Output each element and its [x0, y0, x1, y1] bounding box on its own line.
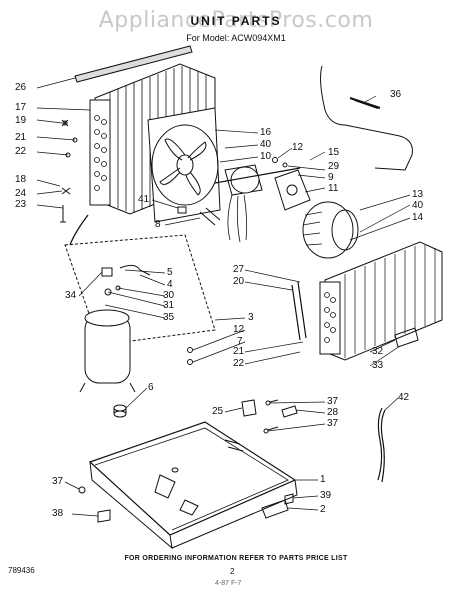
- document-number: 789436: [8, 566, 35, 575]
- scan-mark: 4-87 F-7: [215, 580, 242, 587]
- grommet: [113, 404, 127, 418]
- gasket-strip: [74, 45, 193, 83]
- callout-15: 15: [328, 147, 340, 158]
- callout-34: 34: [65, 290, 77, 301]
- callout-4: 4: [167, 279, 173, 290]
- callout-32: 32: [372, 346, 384, 357]
- callout-33: 33: [372, 360, 384, 371]
- callout-37-a: 37: [327, 396, 339, 407]
- base-pan: [88, 421, 298, 550]
- callout-12-mid: 12: [233, 324, 245, 335]
- callout-7: 7: [237, 336, 243, 347]
- callout-21-left: 21: [15, 132, 27, 143]
- callout-28: 28: [327, 407, 339, 418]
- ordering-note: FOR ORDERING INFORMATION REFER TO PARTS …: [124, 555, 348, 562]
- callout-20: 20: [233, 276, 245, 287]
- callout-11: 11: [328, 183, 339, 194]
- callout-14: 14: [412, 212, 424, 223]
- callout-30: 30: [163, 290, 175, 301]
- page-number: 2: [230, 567, 235, 576]
- page-title: UNIT PARTS: [190, 14, 282, 28]
- fan-motor: [177, 164, 301, 243]
- callout-41: 41: [138, 194, 150, 205]
- callout-3: 3: [248, 312, 254, 323]
- fan-shroud: [147, 107, 221, 223]
- callout-42: 42: [398, 392, 410, 403]
- blower-wheel: [302, 201, 359, 259]
- callout-37-b: 37: [327, 418, 339, 429]
- callout-13: 13: [412, 189, 424, 200]
- callout-12-top: 12: [292, 142, 304, 153]
- callout-36: 36: [390, 89, 402, 100]
- callout-40-right: 40: [412, 200, 424, 211]
- watermark: AppliancePartsPros.com: [98, 8, 374, 33]
- leader-lines: [36, 77, 411, 517]
- callout-22-right: 22: [233, 358, 245, 369]
- callout-10: 10: [260, 151, 272, 162]
- callout-18: 18: [15, 174, 27, 185]
- callout-22-left: 22: [15, 146, 27, 157]
- callout-26: 26: [15, 82, 27, 93]
- evaporator-coil: [291, 241, 443, 361]
- callout-40-top: 40: [260, 139, 272, 150]
- callout-9: 9: [328, 172, 334, 183]
- callout-23: 23: [15, 199, 27, 210]
- callout-6: 6: [148, 382, 154, 393]
- callout-17: 17: [15, 102, 27, 113]
- model-line: For Model: ACW094XM1: [186, 33, 286, 43]
- callout-39: 39: [320, 490, 332, 501]
- callout-21-right: 21: [233, 346, 245, 357]
- callout-24: 24: [15, 188, 27, 199]
- callout-31: 31: [163, 300, 175, 311]
- callout-38: 38: [52, 508, 64, 519]
- compressor: [64, 234, 216, 393]
- callout-8: 8: [155, 219, 161, 230]
- callout-29: 29: [328, 161, 340, 172]
- right-wire: [377, 407, 386, 483]
- callout-37-c: 37: [52, 476, 64, 487]
- callout-5: 5: [167, 267, 173, 278]
- top-wire-harness: [320, 65, 413, 171]
- callout-2: 2: [320, 504, 326, 515]
- callout-16: 16: [260, 127, 272, 138]
- motor-bracket: [272, 157, 311, 211]
- callout-25: 25: [212, 406, 224, 417]
- left-small-parts: [60, 119, 89, 246]
- callout-35: 35: [163, 312, 175, 323]
- callout-19: 19: [15, 115, 27, 126]
- callout-1: 1: [320, 474, 326, 485]
- callout-27: 27: [233, 264, 245, 275]
